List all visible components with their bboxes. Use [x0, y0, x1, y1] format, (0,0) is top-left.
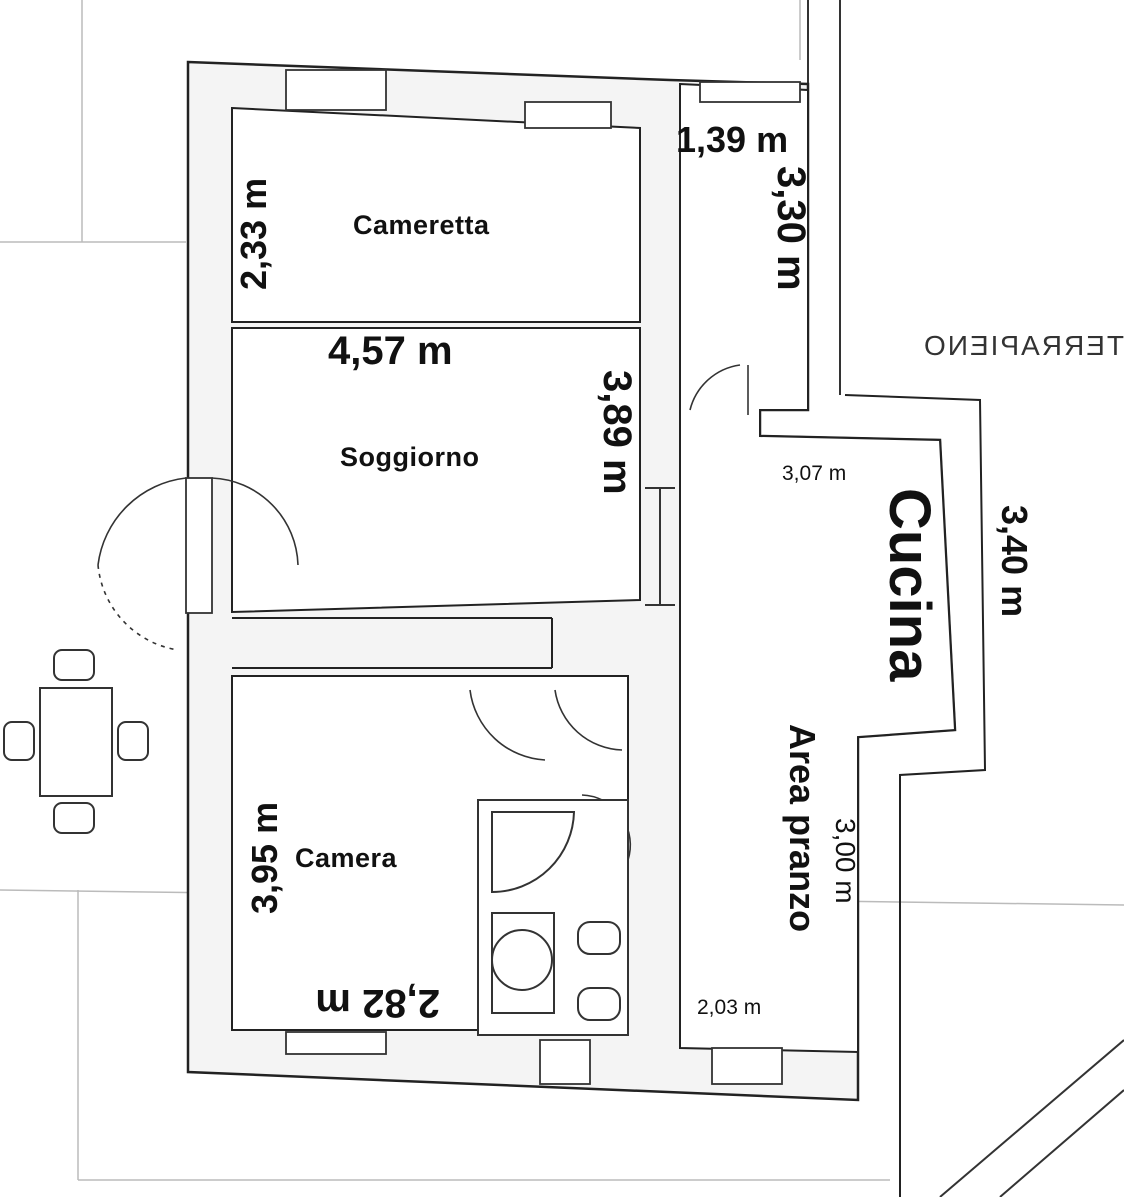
room-label-camera: Camera	[295, 843, 398, 873]
dimension-cameretta-depth: 2,33 m	[233, 178, 274, 290]
room-label-cucina: Cucina	[877, 488, 942, 682]
room-label-soggiorno: Soggiorno	[340, 442, 479, 472]
dimension-soggiorno-width: 4,57 m	[328, 329, 453, 373]
room-label-area-pranzo: Area pranzo	[782, 724, 823, 932]
dimension-cucina-width: 3,07 m	[782, 462, 846, 485]
dimension-pranzo-length: 3,00 m	[830, 818, 861, 904]
terrapieno-label: TERRAPIENO	[922, 330, 1124, 361]
bathroom	[477, 799, 629, 1036]
dimension-cucina-length: 3,40 m	[994, 505, 1035, 617]
dimension-camera-depth: 3,95 m	[244, 802, 285, 914]
dimension-pranzo-width: 2,03 m	[697, 996, 761, 1019]
dimension-soggiorno-depth: 3,89 m	[595, 370, 639, 495]
room-label-cameretta: Cameretta	[353, 210, 490, 240]
dimension-corridor-length: 3,30 m	[769, 166, 813, 291]
windows	[185, 69, 801, 1085]
dining-table-outside	[3, 649, 149, 834]
dimension-camera-width: 2,82 m	[315, 981, 440, 1025]
doors	[97, 364, 749, 861]
dimension-corridor-width: 1,39 m	[676, 119, 788, 160]
site-diagonals	[939, 1039, 1124, 1197]
